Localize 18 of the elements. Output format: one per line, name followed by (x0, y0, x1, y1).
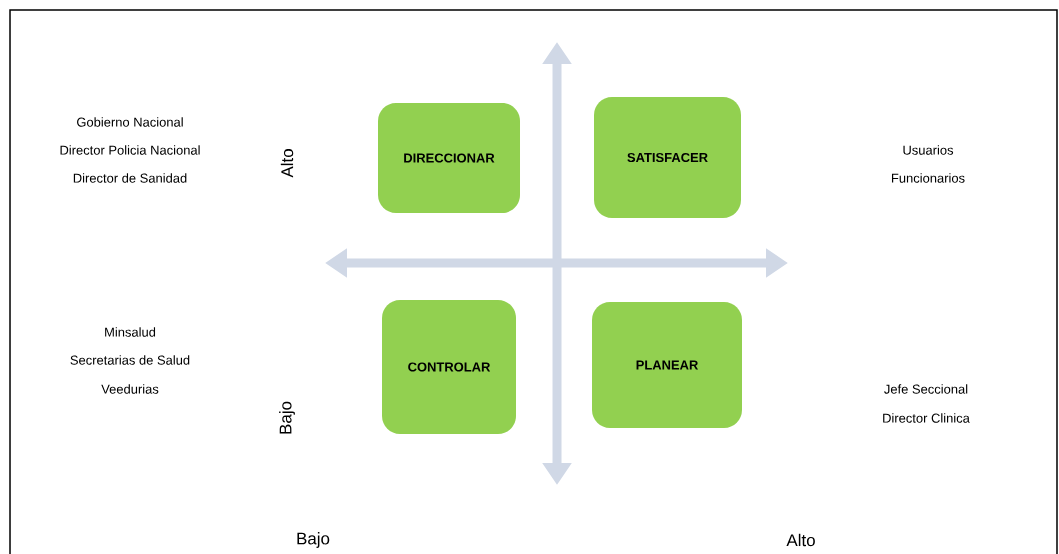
axis-label: Bajo (297, 532, 330, 548)
stakeholder-label: Director Clinica (883, 413, 970, 423)
quadrant-box: PLANEAR (592, 302, 742, 428)
stakeholder-label: Jefe Seccional (884, 384, 968, 394)
stakeholder-label: Veedurias (101, 384, 159, 394)
stakeholder-label: Director de Sanidad (73, 173, 187, 183)
quadrant-box: SATISFACER (594, 97, 741, 218)
stakeholder-label: Minsalud (105, 327, 156, 337)
axis-label: Alto (280, 149, 294, 178)
stakeholder-label: Secretarias de Salud (70, 355, 190, 365)
axis-label: Bajo (279, 401, 295, 434)
stakeholder-label: Funcionarios (892, 173, 965, 183)
stakeholder-label: Director Policia Nacional (60, 145, 200, 155)
stakeholder-label: Gobierno Nacional (77, 117, 183, 127)
quadrant-box: DIRECCIONAR (378, 103, 520, 213)
axis-label: Alto (786, 533, 815, 547)
quadrant-box: CONTROLAR (382, 300, 516, 434)
stakeholder-label: Usuarios (903, 145, 954, 155)
